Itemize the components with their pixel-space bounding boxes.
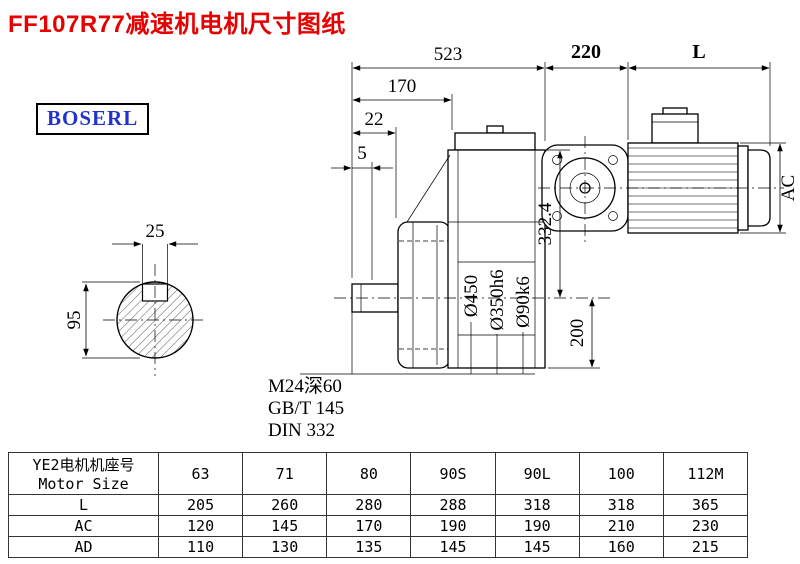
tap-hole-label: M24深60 [268, 375, 342, 397]
dim-170: 170 [352, 76, 452, 103]
housing-top-cap [454, 132, 536, 151]
dimension-drawing: 25 95 523 220 L 170 22 5 332.4 200 [64, 41, 799, 441]
dim-total-length-label: 523 [434, 44, 463, 65]
dim-shaft-height: 95 [64, 283, 89, 357]
value-cell: 260 [242, 494, 328, 516]
size-header-cell: 71 [242, 452, 328, 495]
header-en: Motor Size [38, 475, 129, 493]
dim-label-cell: AC [8, 515, 159, 537]
dim-height-332-label: 332.4 [535, 202, 556, 245]
table-row-L: L 205 260 280 288 318 318 365 [8, 494, 749, 516]
size-header-cell: 90S [410, 452, 496, 495]
centerlines [103, 136, 784, 376]
diameter-callouts: Ø450 Ø350h6 Ø90k6 [461, 269, 534, 330]
table-row-AD: AD 110 130 135 145 145 160 215 [8, 536, 749, 558]
dia-shaft-label: Ø90k6 [513, 276, 534, 328]
value-cell: 145 [410, 536, 496, 558]
dim-adapter-length-label: 220 [571, 41, 601, 63]
dia-spigot-label: Ø350h6 [487, 269, 508, 330]
value-cell: 145 [494, 536, 580, 558]
dim-170-label: 170 [388, 76, 417, 97]
size-header-cell: 80 [326, 452, 412, 495]
value-cell: 110 [157, 536, 244, 558]
shaft-bore-note: M24深60 GB/T 145 DIN 332 [268, 375, 344, 441]
dim-adapter-length: 220 [545, 41, 628, 71]
dim-key-width: 25 [112, 221, 198, 247]
brand-logo: BOSERL [36, 103, 150, 135]
value-cell: 205 [157, 494, 244, 516]
table-header-row: YE2电机机座号 Motor Size 63 71 80 90S 90L 100… [8, 452, 749, 495]
mounting-flange [397, 221, 451, 369]
table-row-AC: AC 120 145 170 190 190 210 230 [8, 515, 749, 537]
dim-5-label: 5 [357, 143, 367, 164]
dim-key-width-label: 25 [146, 221, 165, 242]
dim-height-200-label: 200 [567, 319, 588, 348]
value-cell: 318 [578, 494, 664, 516]
dim-shaft-height-label: 95 [64, 311, 85, 330]
value-cell: 145 [242, 515, 328, 537]
dim-label-cell: AD [8, 536, 159, 558]
value-cell: 215 [662, 536, 749, 558]
dia-flange-label: Ø450 [461, 275, 482, 317]
value-cell: 190 [410, 515, 496, 537]
dim-ac-label: AC [778, 175, 799, 201]
housing-eyebolt [486, 125, 504, 134]
value-cell: 230 [662, 515, 749, 537]
dim-22: 22 [352, 109, 396, 136]
size-header-cell: 112M [662, 452, 749, 495]
object-line [406, 154, 451, 223]
terminal-box [651, 113, 699, 144]
value-cell: 170 [326, 515, 412, 537]
shaft-end-view [82, 244, 194, 359]
dim-label-cell: L [8, 494, 159, 516]
value-cell: 160 [578, 536, 664, 558]
value-cell: 280 [326, 494, 412, 516]
dim-motor-length: L [628, 41, 770, 71]
motor-size-table: YE2电机机座号 Motor Size 63 71 80 90S 90L 100… [8, 452, 749, 558]
housing-body [447, 149, 546, 369]
value-cell: 190 [494, 515, 580, 537]
size-header-cell: 90L [494, 452, 580, 495]
extension-lines [300, 62, 786, 375]
dim-motor-length-label: L [692, 41, 705, 63]
dim-22-label: 22 [365, 109, 384, 130]
motor-view [627, 107, 771, 234]
dim-total-length: 523 [352, 44, 545, 71]
header-cn: YE2电机机座号 [32, 456, 135, 474]
value-cell: 288 [410, 494, 496, 516]
value-cell: 318 [494, 494, 580, 516]
size-header-cell: 63 [157, 452, 244, 495]
bolt-hole [608, 155, 618, 165]
value-cell: 135 [326, 536, 412, 558]
standard-din-label: DIN 332 [268, 420, 335, 441]
value-cell: 120 [157, 515, 244, 537]
dim-height-200: 200 [567, 298, 595, 368]
bolt-hole [608, 211, 618, 221]
dim-ac: AC [777, 143, 799, 233]
header-motor-size-cell: YE2电机机座号 Motor Size [8, 452, 159, 495]
dim-5: 5 [331, 143, 393, 171]
value-cell: 210 [578, 515, 664, 537]
size-header-cell: 100 [578, 452, 664, 495]
value-cell: 365 [662, 494, 749, 516]
standard-gb-label: GB/T 145 [268, 398, 344, 419]
value-cell: 130 [242, 536, 328, 558]
page-title: FF107R77减速机电机尺寸图纸 [8, 11, 346, 38]
gearbox-view [351, 125, 546, 369]
dim-height-332: 332.4 [535, 150, 563, 298]
